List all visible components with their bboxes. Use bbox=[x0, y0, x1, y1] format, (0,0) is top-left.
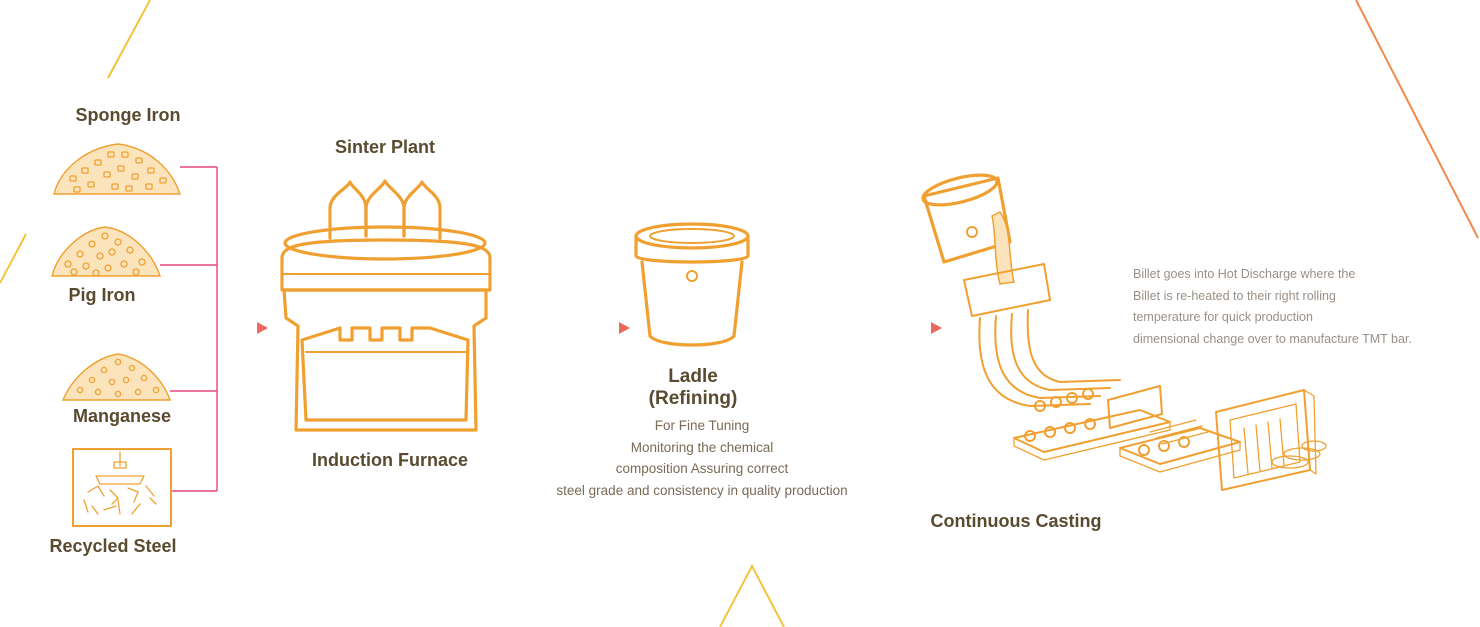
ladle-description: For Fine Tuning Monitoring the chemical … bbox=[556, 415, 847, 501]
deco-line-top-left bbox=[107, 0, 151, 79]
ladle-desc-line: Monitoring the chemical bbox=[630, 439, 774, 455]
deco-triangle-bottom bbox=[719, 563, 785, 627]
label-sponge-iron: Sponge Iron bbox=[75, 105, 181, 125]
sponge-iron-pile-icon bbox=[53, 143, 181, 195]
ladle-desc-line: steel grade and consistency in quality p… bbox=[556, 482, 848, 498]
ladle-desc-line: For Fine Tuning bbox=[654, 418, 750, 433]
label-pig-iron: Pig Iron bbox=[68, 285, 136, 305]
input-bracket-connector bbox=[160, 166, 218, 492]
pig-iron-pile-icon bbox=[51, 226, 161, 277]
billet-note-line: temperature for quick production bbox=[1133, 310, 1313, 324]
scrap-magnet-icon bbox=[72, 448, 172, 527]
ladle-title-line1: Ladle bbox=[668, 366, 718, 387]
manganese-pile-icon bbox=[61, 353, 171, 401]
label-sinter-plant: Sinter Plant bbox=[334, 137, 436, 157]
ladle-icon bbox=[634, 222, 750, 347]
billet-note-line: Billet is re-heated to their right rolli… bbox=[1133, 288, 1336, 303]
ladle-desc-line: composition Assuring correct bbox=[615, 461, 789, 476]
label-induction-furnace: Induction Furnace bbox=[311, 450, 469, 470]
induction-furnace-icon bbox=[280, 179, 492, 432]
label-recycled-steel: Recycled Steel bbox=[49, 536, 177, 556]
ladle-title: Ladle (Refining) bbox=[649, 366, 738, 410]
label-manganese: Manganese bbox=[72, 406, 172, 426]
ladle-title-line2: (Refining) bbox=[648, 388, 738, 409]
arrow-to-casting bbox=[750, 322, 942, 334]
continuous-caster-icon bbox=[921, 173, 1327, 491]
billet-note-line: Billet goes into Hot Discharge where the bbox=[1133, 267, 1356, 281]
deco-line-mid-left bbox=[0, 233, 27, 284]
billet-note: Billet goes into Hot Discharge where the… bbox=[1133, 264, 1412, 350]
billet-note-line: dimensional change over to manufacture T… bbox=[1133, 331, 1412, 346]
arrow-to-furnace bbox=[217, 322, 268, 334]
label-continuous-casting: Continuous Casting bbox=[930, 511, 1102, 531]
deco-line-top-right bbox=[1355, 0, 1479, 239]
arrow-to-ladle bbox=[500, 322, 630, 334]
